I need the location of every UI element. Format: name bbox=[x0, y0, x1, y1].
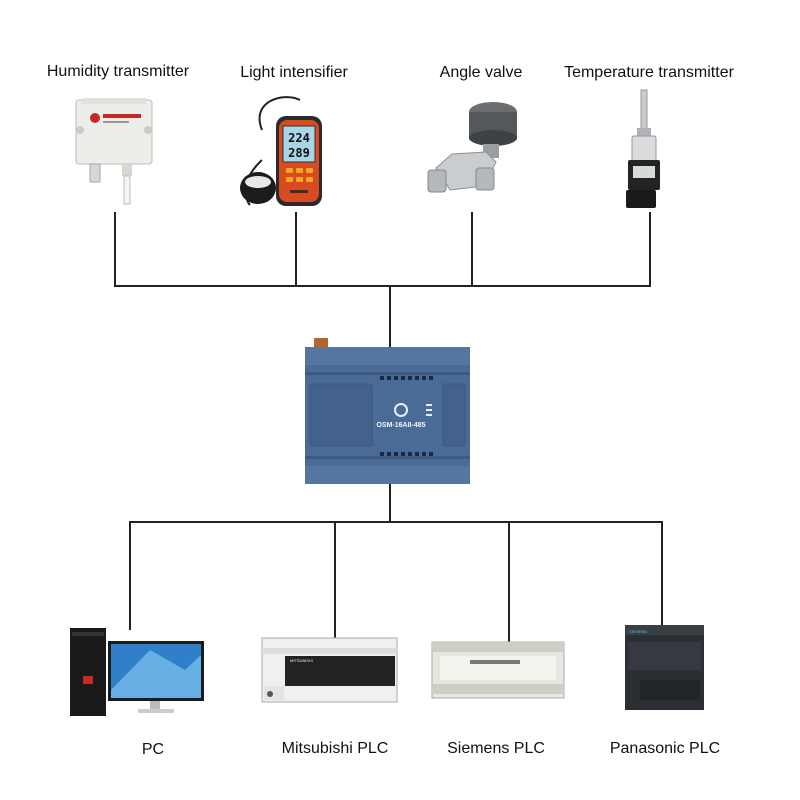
angle-valve-icon bbox=[427, 102, 517, 193]
lcd-bottom-value: 289 bbox=[288, 146, 310, 160]
siemens-plc-icon bbox=[431, 641, 565, 699]
label-light-intensifier: Light intensifier bbox=[240, 64, 348, 81]
connection-lines bbox=[114, 212, 663, 642]
temperature-transmitter-icon bbox=[626, 89, 660, 208]
label-panasonic-plc: Panasonic PLC bbox=[609, 740, 721, 757]
io-module-icon: OSM-16AII-485 bbox=[305, 338, 470, 484]
label-humidity-transmitter: Humidity transmitter bbox=[46, 63, 190, 80]
label-angle-valve: Angle valve bbox=[439, 64, 523, 81]
light-meter-icon: 224 289 bbox=[240, 96, 322, 206]
label-pc: PC bbox=[141, 741, 165, 758]
module-model: OSM-16AII-485 bbox=[376, 422, 425, 429]
label-siemens-plc: Siemens PLC bbox=[447, 740, 545, 757]
panasonic-plc-icon: SIEMENS bbox=[625, 625, 704, 710]
lcd-top-value: 224 bbox=[288, 131, 310, 145]
mitsubishi-plc-icon: MITSUBISHI bbox=[261, 637, 398, 703]
label-temperature-transmitter: Temperature transmitter bbox=[564, 64, 734, 81]
pc-icon bbox=[70, 628, 204, 716]
mitsubishi-brand: MITSUBISHI bbox=[290, 658, 313, 663]
panasonic-brand: SIEMENS bbox=[629, 629, 647, 634]
humidity-transmitter-icon bbox=[75, 98, 153, 205]
label-mitsubishi-plc: Mitsubishi PLC bbox=[281, 740, 389, 757]
